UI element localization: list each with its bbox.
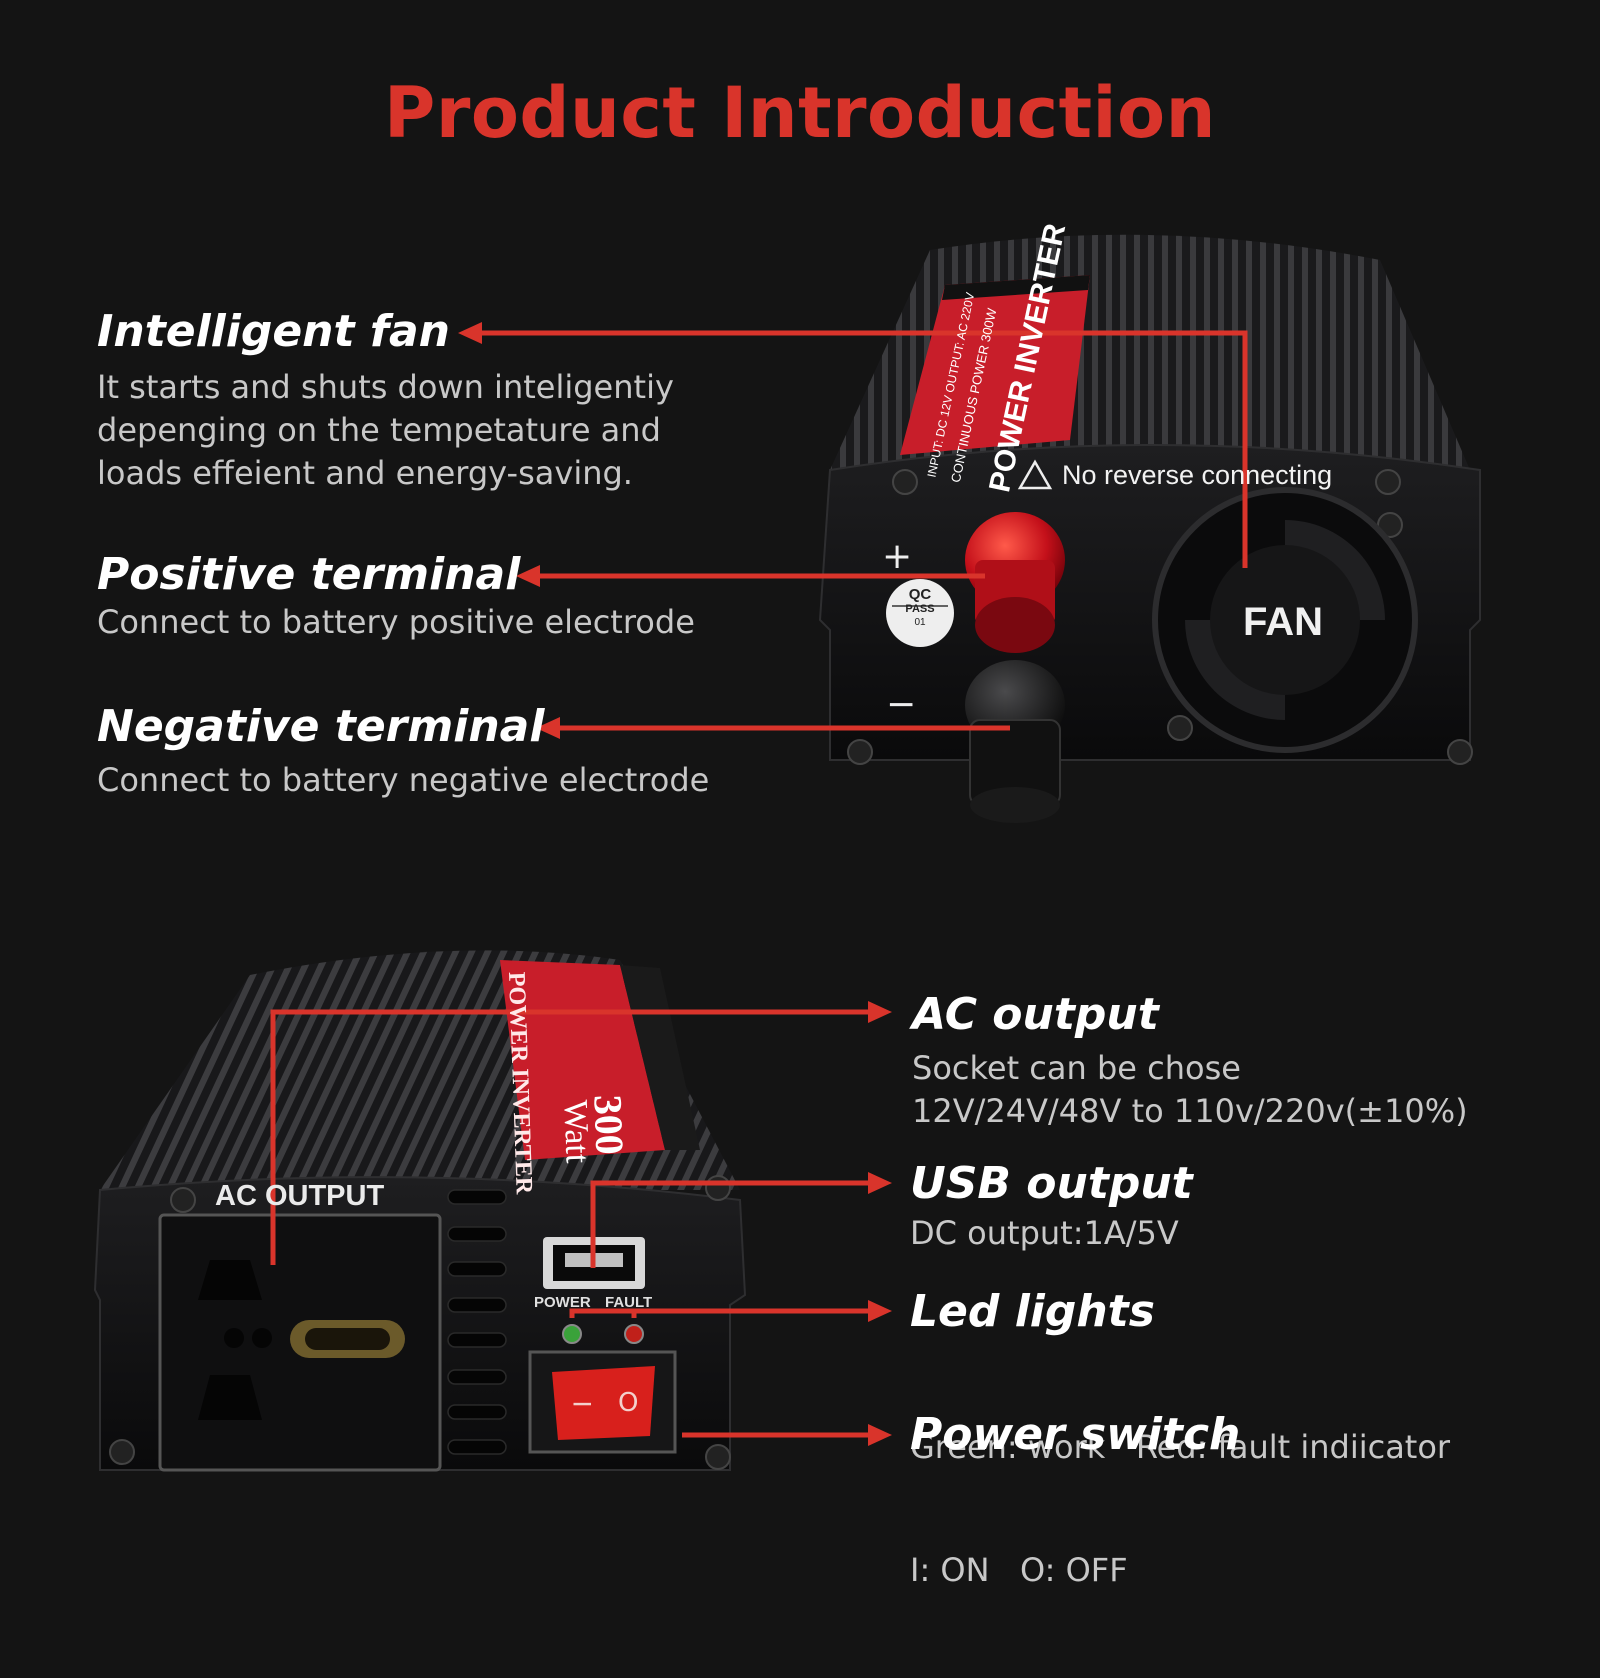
led-label-fault: FAULT bbox=[605, 1294, 653, 1311]
feature-desc-line: I: ON O: OFF bbox=[910, 1551, 1128, 1589]
switch-on-mark: I bbox=[567, 1400, 596, 1408]
feature-title: Positive terminal bbox=[97, 549, 521, 600]
qc-badge bbox=[886, 579, 954, 647]
feature-intelligent-fan: Intelligent fan It starts and shuts down… bbox=[97, 310, 674, 495]
feature-title: Power switch bbox=[910, 1409, 1241, 1460]
ac-socket bbox=[158, 1213, 442, 1472]
switch-off-mark: O bbox=[618, 1388, 639, 1418]
power-led-icon bbox=[562, 1324, 582, 1344]
feature-desc-line: loads effeient and energy-saving. bbox=[97, 454, 633, 492]
vent-slots bbox=[447, 1189, 507, 1455]
positive-terminal bbox=[965, 512, 1065, 653]
feature-negative-terminal: Negative terminal Connect to battery neg… bbox=[97, 705, 709, 802]
feature-title: Intelligent fan bbox=[97, 306, 450, 357]
page-title: Product Introduction bbox=[384, 72, 1216, 154]
feature-led-lights: Led lights Green: work Red: fault indiic… bbox=[910, 1290, 1450, 1555]
inverter-front-view bbox=[93, 234, 1481, 1472]
feature-title: Negative terminal bbox=[97, 701, 545, 752]
feature-desc-line: 12V/24V/48V to 110v/220v(±10%) bbox=[912, 1092, 1468, 1130]
product-sticker-top bbox=[900, 275, 1090, 455]
feature-power-switch: Power switch I: ON O: OFF bbox=[910, 1413, 1240, 1678]
feature-desc-line: Connect to battery positive electrode bbox=[97, 603, 695, 641]
feature-title: Led lights bbox=[910, 1286, 1155, 1337]
arrow-head-icon bbox=[458, 322, 892, 1446]
fan-label: FAN bbox=[1243, 600, 1323, 644]
plus-sign: + bbox=[882, 536, 913, 577]
sticker-bottom-unit: Watt bbox=[556, 1099, 596, 1164]
feature-desc-line: It starts and shuts down inteligentiy bbox=[97, 368, 674, 406]
negative-terminal bbox=[965, 660, 1065, 823]
ac-output-label: AC OUTPUT bbox=[215, 1180, 385, 1212]
warning-icon bbox=[1017, 459, 1053, 490]
qc-badge-line1: QC bbox=[908, 586, 932, 603]
qc-badge-line3: 01 bbox=[914, 617, 926, 628]
power-switch bbox=[528, 1350, 677, 1454]
feature-ac-output: AC output Socket can be chose 12V/24V/48… bbox=[912, 993, 1468, 1133]
feature-title: AC output bbox=[912, 989, 1159, 1040]
callout-lines bbox=[270, 330, 1248, 1438]
feature-desc-line: depenging on the tempetature and bbox=[97, 411, 661, 449]
qc-badge-line2: PASS bbox=[905, 603, 935, 615]
fault-led-icon bbox=[624, 1324, 644, 1344]
warning-text: No reverse connecting bbox=[1062, 460, 1333, 490]
feature-title: USB output bbox=[910, 1158, 1193, 1209]
fan-icon bbox=[1152, 487, 1418, 753]
led-label-power: POWER bbox=[534, 1294, 591, 1311]
feature-desc-line: DC output:1A/5V bbox=[910, 1214, 1179, 1252]
feature-positive-terminal: Positive terminal Connect to battery pos… bbox=[97, 553, 695, 644]
minus-sign: − bbox=[886, 684, 917, 725]
feature-desc-line: Socket can be chose bbox=[912, 1049, 1241, 1087]
feature-desc-line: Connect to battery negative electrode bbox=[97, 761, 710, 799]
feature-usb-output: USB output DC output:1A/5V bbox=[910, 1162, 1193, 1255]
screw-icon bbox=[847, 469, 1473, 765]
feature-desc-line: Green: work Red: fault indiicator bbox=[910, 1428, 1451, 1466]
